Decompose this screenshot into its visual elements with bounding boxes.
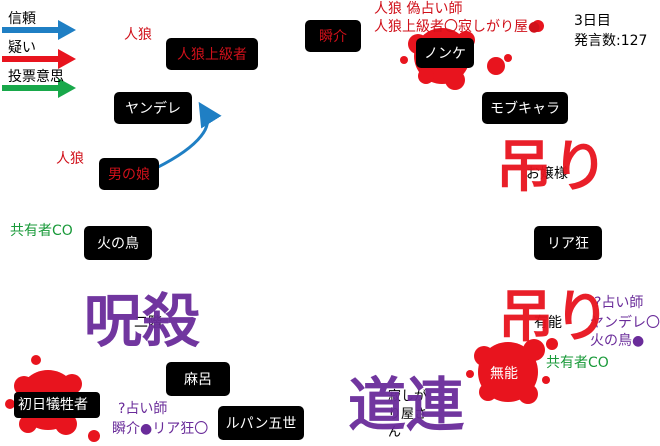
node-nikai[interactable]: 二階 — [134, 315, 162, 331]
node-shonichi[interactable]: 初日犠牲者 — [18, 397, 88, 413]
node-yuunou[interactable]: 有能 — [534, 315, 562, 331]
stamp-michizure: 道連 — [348, 371, 465, 439]
node-jinro-joukyuusha[interactable]: 人狼上級者 — [166, 38, 258, 70]
legend-vote-label: 投票意思 — [8, 69, 64, 85]
node-shonichi-bg — [14, 392, 100, 418]
note-jinro-2: 人狼 — [56, 151, 84, 167]
node-sabishigari[interactable]: 寂しがり屋さん — [388, 389, 428, 440]
node-ojousama[interactable]: お嬢様 — [526, 166, 568, 182]
note-shonichi-line-1: ?占い師 — [118, 401, 168, 417]
legend-trust-label: 信頼 — [8, 11, 36, 27]
note-nonke-line-2: 人狼上級者〇寂しがり屋● — [374, 19, 541, 35]
stamp-tsuri-lower: 吊り — [498, 285, 610, 350]
node-hinotori[interactable]: 火の鳥 — [84, 226, 152, 260]
legend-vote-arrow — [2, 78, 76, 98]
note-jinro-1: 人狼 — [124, 27, 152, 43]
node-maro[interactable]: 麻呂 — [166, 362, 230, 396]
post-count-label: 発言数:127 — [574, 33, 648, 49]
node-lupin-gosei[interactable]: ルパン五世 — [218, 406, 304, 440]
day-label: 3日目 — [574, 13, 611, 29]
node-riakyou[interactable]: リア狂 — [534, 226, 602, 260]
note-yuunou-line-2: ヤンデレ〇 — [590, 315, 660, 331]
note-yuunou-line-1: ?占い師 — [594, 295, 644, 311]
trust-arrow — [147, 101, 222, 174]
legend-doubt-label: 疑い — [8, 40, 36, 56]
note-yuunou-line-3: 火の鳥● — [590, 333, 645, 349]
node-yandere[interactable]: ヤンデレ — [114, 92, 192, 124]
stamp-tsuri-upper: 吊り — [496, 135, 608, 200]
node-otoko-no-musume[interactable]: 男の娘 — [99, 158, 159, 190]
legend-trust-arrow — [2, 20, 76, 40]
node-nonke[interactable]: ノンケ — [416, 38, 474, 68]
blood-splatter-muno — [466, 338, 558, 404]
node-shunsuke[interactable]: 瞬介 — [305, 20, 361, 52]
note-kyouyuu-co-1: 共有者CO — [10, 223, 73, 239]
stamp-jusatsu: 呪殺 — [84, 287, 201, 355]
note-shonichi-line-2: 瞬介●リア狂〇 — [112, 421, 209, 437]
note-kyouyuu-co-2: 共有者CO — [546, 355, 609, 371]
legend-doubt-arrow — [2, 49, 76, 69]
node-mobu-kyara[interactable]: モブキャラ — [482, 92, 568, 124]
note-nonke-line-1: 人狼 偽占い師 — [374, 1, 463, 17]
node-muno[interactable]: 無能 — [490, 366, 518, 382]
